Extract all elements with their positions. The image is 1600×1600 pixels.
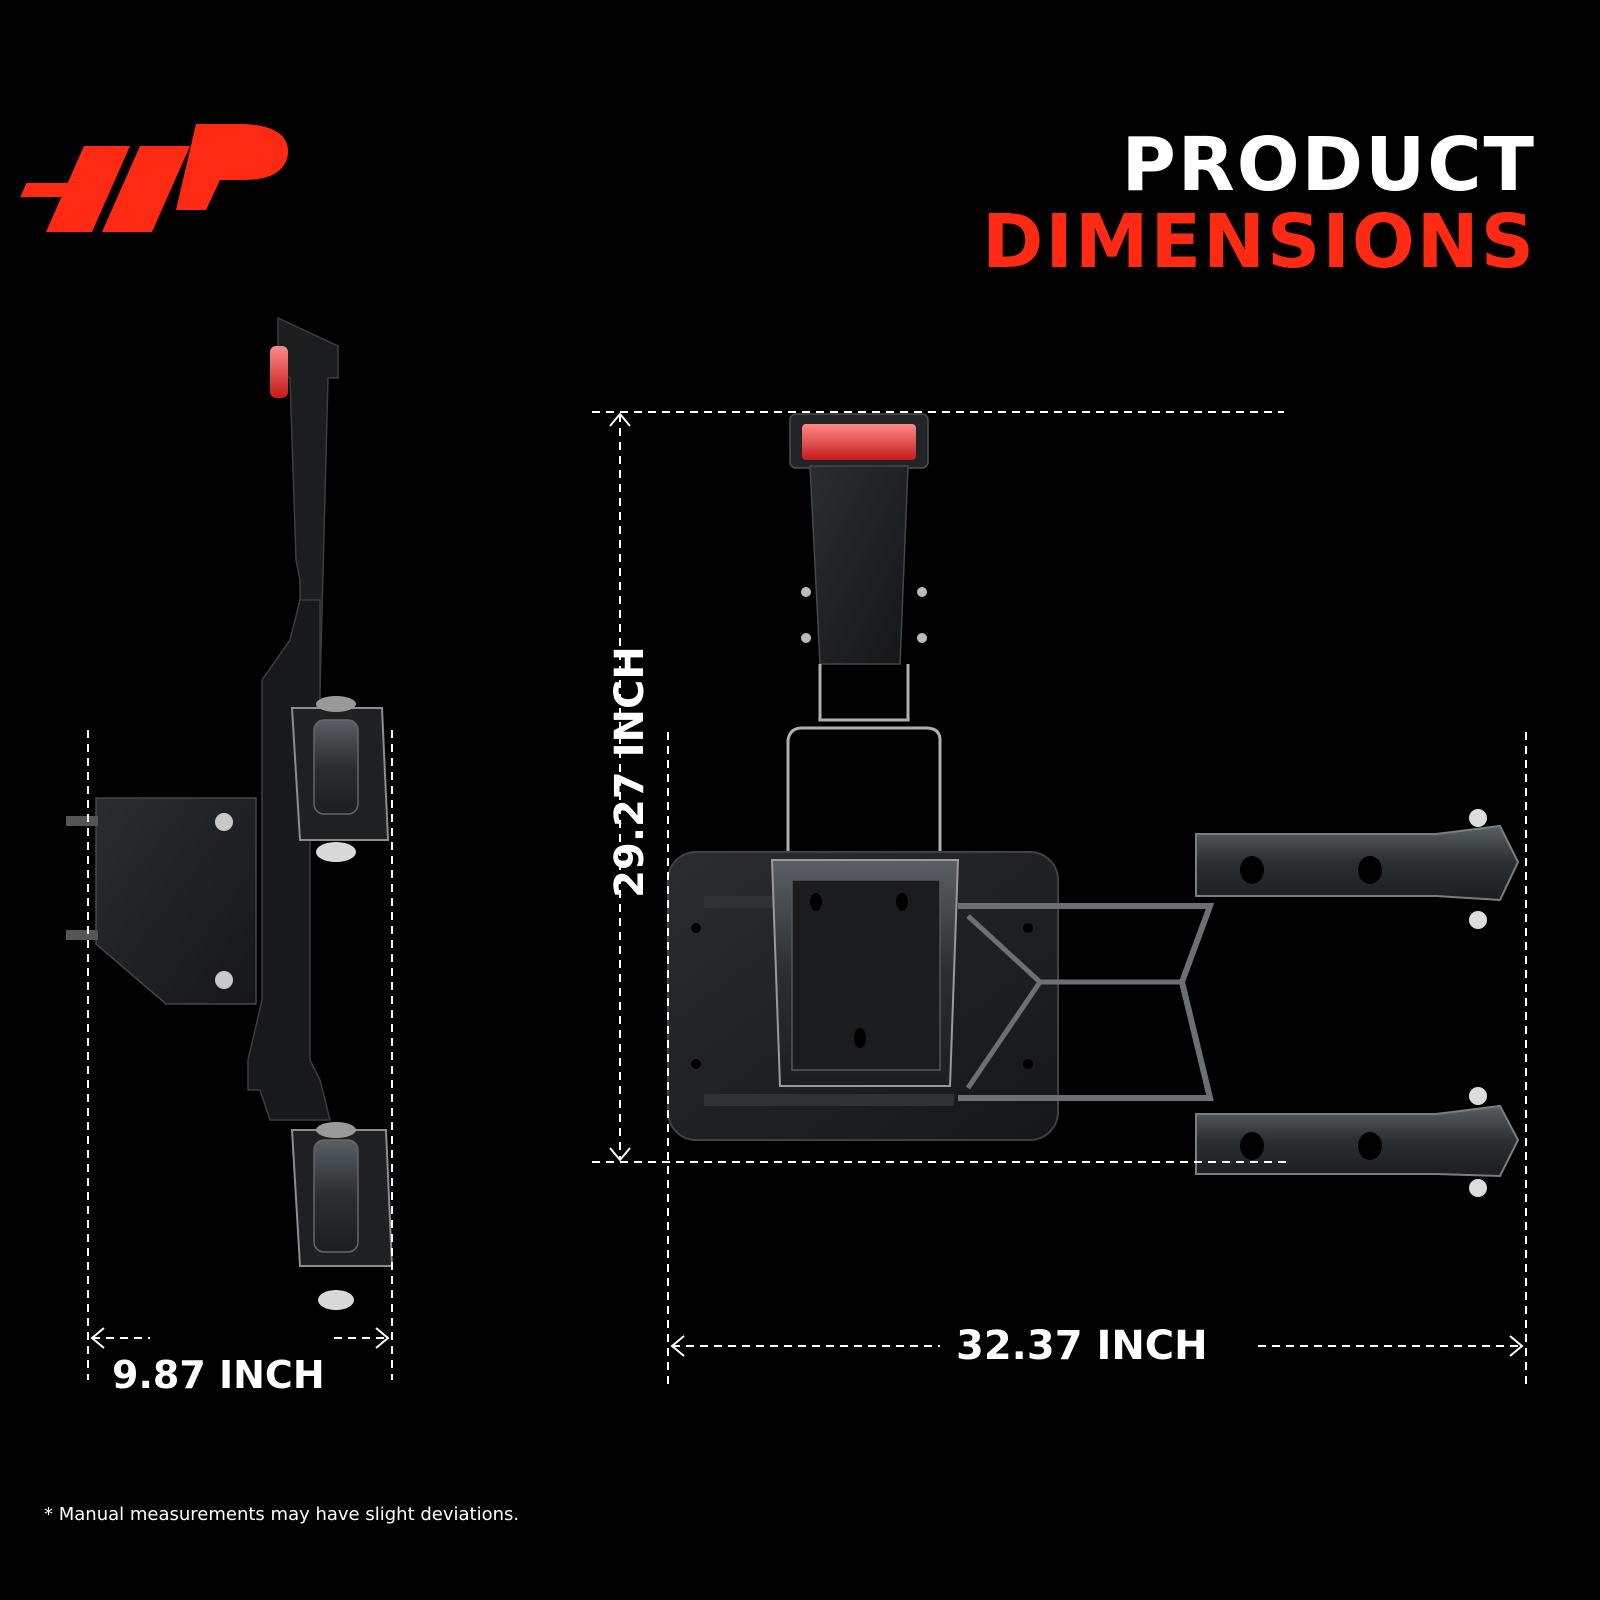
front-view (667, 413, 1520, 1197)
measurement-note: * Manual measurements may have slight de… (44, 1504, 520, 1525)
width-dimension-label: 32.37 INCH (956, 1323, 1208, 1369)
depth-dimension-label: 9.87 INCH (112, 1353, 325, 1397)
side-view (66, 316, 394, 1310)
title-line-1: PRODUCT (1121, 122, 1536, 208)
height-dimension-label: 29.27 INCH (607, 646, 653, 898)
title-line-2: DIMENSIONS (981, 199, 1536, 285)
dimension-lines (87, 411, 1527, 1386)
brand-logo (20, 124, 289, 232)
dimension-arrows (90, 412, 1524, 1357)
